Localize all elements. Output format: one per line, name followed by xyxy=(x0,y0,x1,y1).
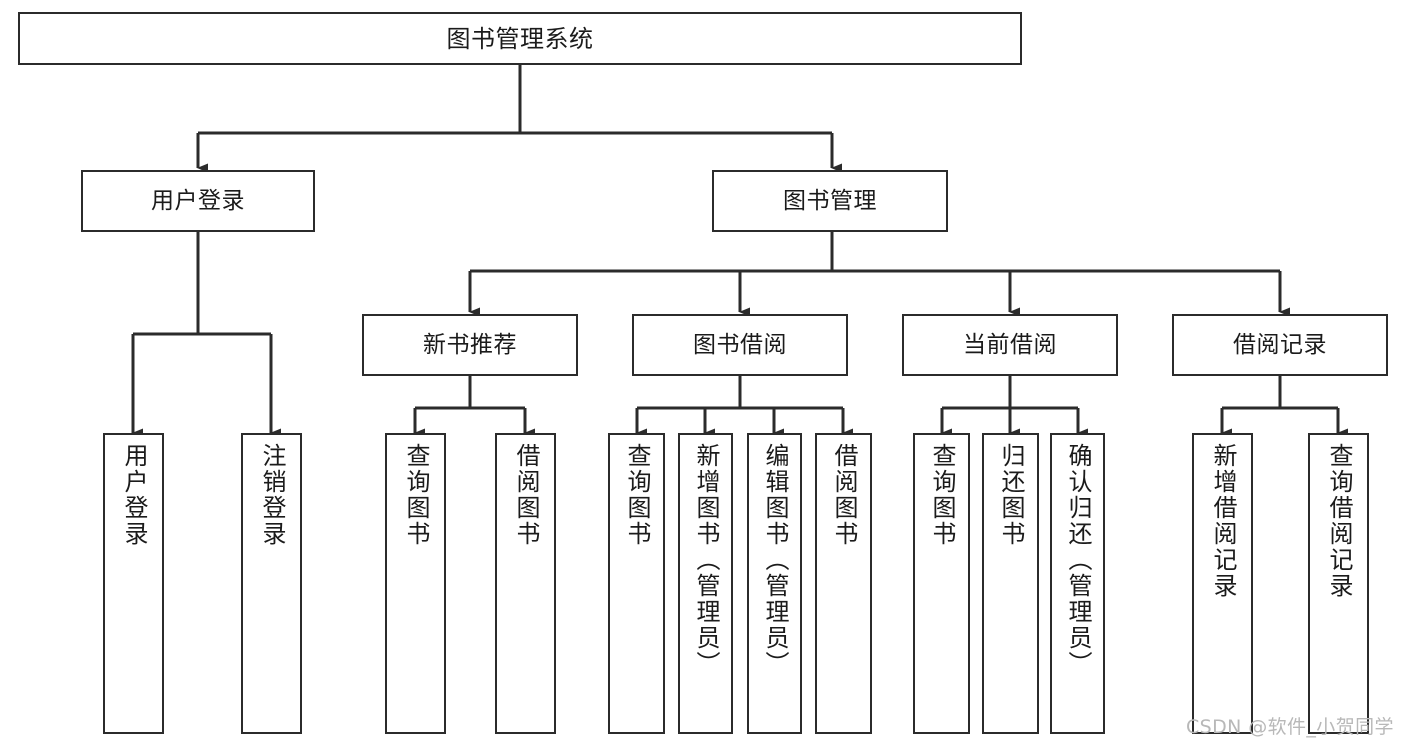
node-label: 借阅记录 xyxy=(1233,331,1327,358)
node-label: 查询图书 xyxy=(401,443,430,547)
leaf-borrow-add-book-admin[interactable]: 新增图书（管理员） xyxy=(678,433,733,734)
leaf-borrow-query-book[interactable]: 查询图书 xyxy=(608,433,665,734)
node-label: 用户登录 xyxy=(151,187,245,214)
node-book-borrow[interactable]: 图书借阅 xyxy=(632,314,848,376)
node-label: 借阅图书 xyxy=(511,443,540,547)
leaf-new-book-query[interactable]: 查询图书 xyxy=(385,433,446,734)
node-label: 图书管理 xyxy=(783,187,877,214)
leaf-current-query-book[interactable]: 查询图书 xyxy=(913,433,970,734)
node-label: 注销登录 xyxy=(257,443,286,547)
watermark: CSDN @软件_小贺同学 xyxy=(1186,716,1394,738)
leaf-record-query[interactable]: 查询借阅记录 xyxy=(1308,433,1369,734)
node-user-login[interactable]: 用户登录 xyxy=(81,170,315,232)
leaf-current-confirm-return-admin[interactable]: 确认归还（管理员） xyxy=(1050,433,1105,734)
node-label: 新增借阅记录 xyxy=(1208,443,1237,599)
node-label: 新书推荐 xyxy=(423,331,517,358)
node-book-management[interactable]: 图书管理 xyxy=(712,170,948,232)
leaf-borrow-edit-book-admin[interactable]: 编辑图书（管理员） xyxy=(747,433,802,734)
leaf-borrow-borrow-book[interactable]: 借阅图书 xyxy=(815,433,872,734)
leaf-user-logout[interactable]: 注销登录 xyxy=(241,433,302,734)
node-label: 用户登录 xyxy=(119,443,148,547)
node-label: 归还图书 xyxy=(996,443,1025,547)
leaf-new-book-borrow[interactable]: 借阅图书 xyxy=(495,433,556,734)
node-root-system[interactable]: 图书管理系统 xyxy=(18,12,1022,65)
node-label: 确认归还（管理员） xyxy=(1063,443,1092,677)
node-current-borrow[interactable]: 当前借阅 xyxy=(902,314,1118,376)
node-label: 编辑图书（管理员） xyxy=(760,443,789,677)
node-label: 图书借阅 xyxy=(693,331,787,358)
node-label: 查询图书 xyxy=(927,443,956,547)
node-label: 借阅图书 xyxy=(829,443,858,547)
node-label: 查询图书 xyxy=(622,443,651,547)
node-label: 查询借阅记录 xyxy=(1324,443,1353,599)
node-borrow-records[interactable]: 借阅记录 xyxy=(1172,314,1388,376)
leaf-record-add[interactable]: 新增借阅记录 xyxy=(1192,433,1253,734)
leaf-user-login[interactable]: 用户登录 xyxy=(103,433,164,734)
node-label: 图书管理系统 xyxy=(446,24,594,53)
node-label: 当前借阅 xyxy=(963,331,1057,358)
node-label: 新增图书（管理员） xyxy=(691,443,720,677)
leaf-current-return-book[interactable]: 归还图书 xyxy=(982,433,1039,734)
node-new-book-recommend[interactable]: 新书推荐 xyxy=(362,314,578,376)
